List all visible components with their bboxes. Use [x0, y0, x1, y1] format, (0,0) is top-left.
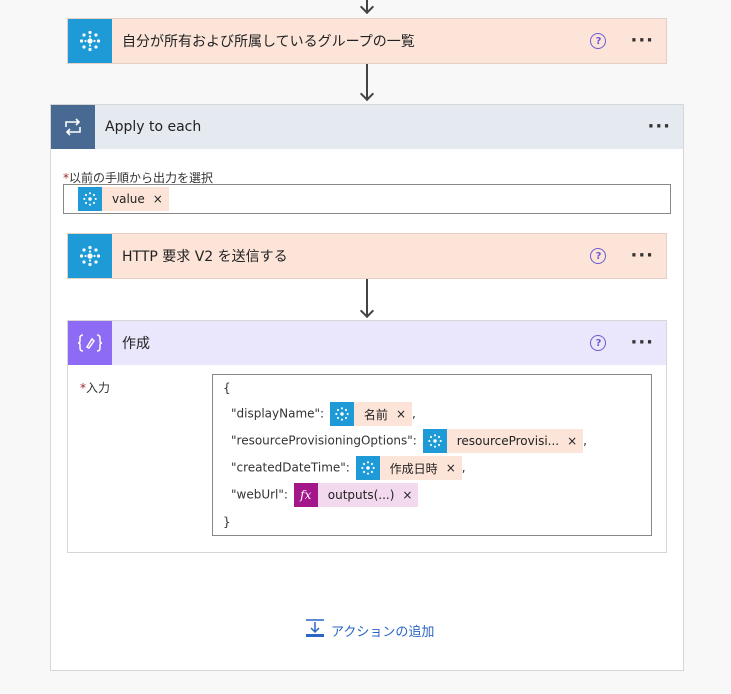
action-card-compose[interactable]: 作成 ? ··· *入力 { "displayName": 名前 × , "re… [67, 320, 667, 553]
help-icon[interactable]: ? [590, 335, 607, 351]
apply-to-each-container[interactable]: Apply to each ··· *以前の手順から出力を選択 value × … [50, 104, 684, 671]
json-line-displayname: "displayName": 名前 × , [231, 402, 416, 426]
action-header[interactable]: 自分が所有および所属しているグループの一覧 ? ··· [68, 19, 666, 63]
apply-header[interactable]: Apply to each ··· [51, 105, 683, 149]
token-label: outputs(...) [327, 488, 395, 502]
add-action-button[interactable]: アクションの追加 [305, 618, 434, 642]
json-key: "webUrl": [231, 487, 288, 502]
json-comma: , [583, 433, 587, 448]
select-output-input[interactable]: value × [63, 184, 671, 214]
office-connector-icon [355, 456, 380, 480]
dynamic-token-createddatetime[interactable]: 作成日時 × [355, 456, 462, 480]
select-output-label: *以前の手順から出力を選択 [63, 169, 213, 186]
loop-icon [51, 105, 95, 149]
action-card-http[interactable]: HTTP 要求 V2 を送信する ? ··· [67, 233, 667, 279]
action-title: 自分が所有および所属しているグループの一覧 [122, 34, 415, 50]
json-key: "displayName": [231, 406, 325, 421]
required-marker: * [80, 381, 86, 395]
remove-token-icon[interactable]: × [402, 488, 413, 502]
dynamic-token-name[interactable]: 名前 × [329, 402, 412, 426]
more-options-icon[interactable]: ··· [630, 30, 654, 51]
token-label: resourceProvisi... [456, 434, 560, 448]
action-title: 作成 [122, 336, 150, 352]
json-comma: , [461, 460, 466, 475]
select-output-label-text: 以前の手順から出力を選択 [69, 171, 214, 185]
json-comma: , [412, 406, 416, 421]
add-action-label: アクションの追加 [331, 624, 435, 640]
office-connector-icon [68, 234, 112, 278]
input-label-text: 入力 [86, 381, 111, 395]
apply-title: Apply to each [105, 119, 202, 135]
office-connector-icon [68, 19, 112, 63]
office-connector-icon [78, 187, 102, 211]
json-line-weburl: "webUrl": fx outputs(...) × [231, 483, 419, 507]
action-card-list-groups[interactable]: 自分が所有および所属しているグループの一覧 ? ··· [67, 18, 667, 64]
office-connector-icon [329, 402, 354, 426]
fx-icon: fx [293, 483, 318, 507]
action-header[interactable]: HTTP 要求 V2 を送信する ? ··· [68, 234, 666, 278]
dynamic-token-resourceprovisioning[interactable]: resourceProvisi... × [422, 429, 584, 453]
json-close-brace: } [223, 515, 231, 529]
remove-token-icon[interactable]: × [445, 461, 456, 475]
help-icon[interactable]: ? [590, 33, 607, 49]
more-options-icon[interactable]: ··· [647, 116, 671, 137]
token-label: 名前 [363, 407, 388, 422]
json-key: "resourceProvisioningOptions": [231, 433, 417, 448]
office-connector-icon [422, 429, 447, 453]
json-line-createddatetime: "createdDateTime": 作成日時 × , [231, 456, 466, 480]
help-icon[interactable]: ? [590, 248, 607, 264]
action-header[interactable]: 作成 ? ··· [68, 321, 666, 365]
dynamic-token-value[interactable]: value × [78, 187, 169, 211]
input-label: *入力 [80, 379, 110, 396]
expression-token-outputs[interactable]: fx outputs(...) × [293, 483, 419, 507]
more-options-icon[interactable]: ··· [630, 332, 654, 353]
more-options-icon[interactable]: ··· [630, 245, 654, 266]
remove-token-icon[interactable]: × [152, 192, 163, 206]
token-label: 作成日時 [389, 461, 438, 476]
required-marker: * [63, 171, 69, 185]
json-line-resourceprovisioning: "resourceProvisioningOptions": resourceP… [231, 429, 587, 453]
compose-icon [68, 321, 112, 365]
action-title: HTTP 要求 V2 を送信する [122, 249, 288, 265]
remove-token-icon[interactable]: × [395, 407, 406, 421]
add-action-icon [305, 618, 325, 642]
json-key: "createdDateTime": [231, 460, 350, 475]
token-label: value [112, 192, 145, 206]
compose-input-field[interactable]: { "displayName": 名前 × , "resourceProvisi… [212, 374, 652, 536]
json-open-brace: { [223, 381, 231, 395]
remove-token-icon[interactable]: × [567, 434, 578, 448]
